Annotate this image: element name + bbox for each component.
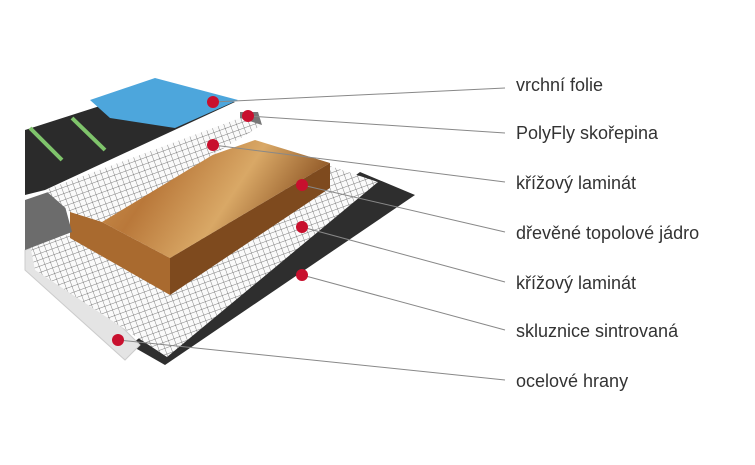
label-lower-laminate: křížový laminát <box>516 273 637 293</box>
leader-lines <box>117 87 506 381</box>
marker-dot <box>207 139 219 151</box>
green-stripe <box>70 116 107 152</box>
label-polyfly-shell: PolyFly skořepina <box>516 123 659 143</box>
marker-dot <box>207 96 219 108</box>
label-upper-laminate: křížový laminát <box>516 173 637 193</box>
marker-dot <box>296 269 308 281</box>
label-top-sheet: vrchní folie <box>516 75 604 95</box>
label-steel-edges: ocelové hrany <box>516 371 629 391</box>
wood-core-side <box>170 163 330 295</box>
marker-dot <box>242 110 254 122</box>
label-base: skluznice sintrovaná <box>516 321 679 341</box>
label-wood-core: dřevěné topolové jádro <box>516 223 700 243</box>
marker-dot <box>296 179 308 191</box>
marker-dot <box>296 221 308 233</box>
shell-side <box>25 188 72 250</box>
green-stripe <box>28 126 64 162</box>
marker-dot <box>112 334 124 346</box>
wood-core-front <box>70 205 170 295</box>
top-sheet-blue <box>90 78 238 128</box>
wood-core-top <box>70 140 330 258</box>
